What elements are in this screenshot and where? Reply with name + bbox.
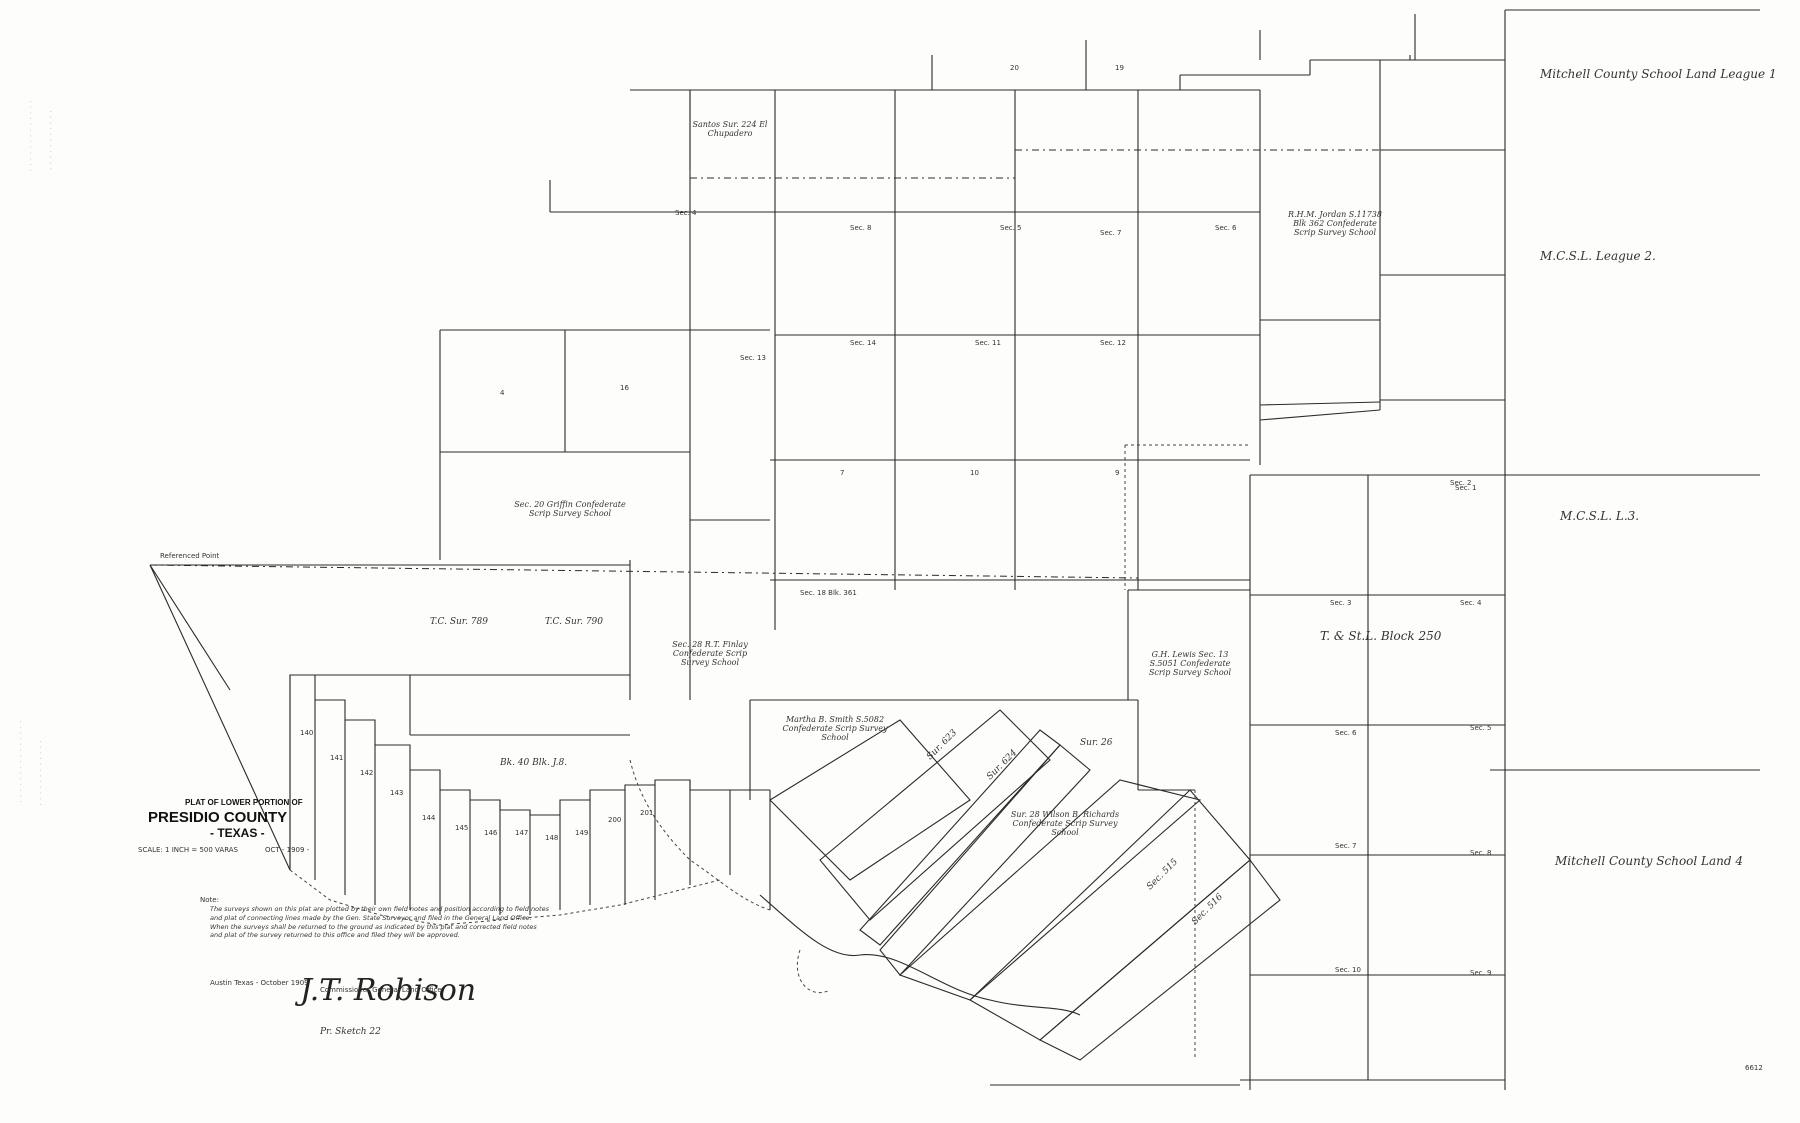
note-block: Note: The surveys shown on this plat are… — [200, 896, 549, 1037]
svg-text:Sec. 18 Blk. 361: Sec. 18 Blk. 361 — [800, 589, 857, 597]
svg-text:Pr. Sketch 22: Pr. Sketch 22 — [319, 1027, 381, 1037]
svg-text:Sec. 6: Sec. 6 — [1335, 729, 1357, 737]
svg-text:Sec. 12: Sec. 12 — [1100, 339, 1126, 347]
ghost-margin-text: . . . . . . . . . . . . . . . . . . . . … — [17, 100, 57, 806]
svg-text:Sec. 8: Sec. 8 — [1470, 849, 1492, 857]
strip-label: 146 — [484, 829, 498, 837]
svg-text:10: 10 — [970, 469, 979, 477]
svg-text:Sec. 516: Sec. 516 — [1190, 892, 1225, 927]
survey-strips — [289, 674, 771, 926]
svg-text:Sec. 7: Sec. 7 — [1335, 842, 1357, 850]
svg-text:9: 9 — [1115, 469, 1119, 477]
river-line — [759, 894, 1081, 1016]
trail-line-2 — [796, 949, 831, 994]
svg-text:T. & St.L. Block 250: T. & St.L. Block 250 — [1320, 629, 1442, 643]
santos-label: Santos Sur. 224 El Chupadero — [692, 120, 768, 138]
strip-labels: 140 141 142 143 144 145 146 147 148 149 200 201 — [300, 729, 653, 842]
signature: J.T. Robison — [294, 973, 476, 1008]
title-block: PLAT OF LOWER PORTION OF PRESIDIO COUNTY… — [138, 798, 310, 854]
svg-text:. . . . . . . . . . . .: . . . . . . . . . . . . — [37, 740, 47, 806]
svg-text:Sec. 13: Sec. 13 — [740, 354, 766, 362]
svg-text:Mitchell County School Land Le: Mitchell County School Land League 1 — [1539, 67, 1777, 81]
smith-label: Martha B. Smith S.5082 Confederate Scrip… — [782, 715, 888, 742]
strip-label: 142 — [360, 769, 373, 777]
svg-text:. . . . . . . . . . .: . . . . . . . . . . . — [47, 110, 57, 170]
note-text: The surveys shown on this plat are plott… — [210, 905, 549, 940]
svg-text:- TEXAS -: - TEXAS - — [210, 826, 265, 840]
strip-label: 147 — [515, 829, 528, 837]
finlay-label: Sec. 28 R.T. Finlay Confederate Scrip Su… — [672, 640, 748, 667]
strip-label: 140 — [300, 729, 313, 737]
svg-text:T.C. Sur. 789: T.C. Sur. 789 — [430, 617, 488, 627]
svg-text:Sec. 5: Sec. 5 — [1470, 724, 1492, 732]
svg-text:PLAT OF LOWER PORTION OF: PLAT OF LOWER PORTION OF — [185, 798, 303, 807]
strip-label: 201 — [640, 809, 653, 817]
grid-lines — [149, 9, 1760, 1090]
svg-text:SCALE: 1 INCH = 500 VARAS: SCALE: 1 INCH = 500 VARAS — [138, 846, 239, 854]
svg-text:7: 7 — [840, 469, 844, 477]
svg-text:Sec. 7: Sec. 7 — [1100, 229, 1122, 237]
svg-text:16: 16 — [620, 384, 629, 392]
svg-text:Sec. 515: Sec. 515 — [1145, 857, 1180, 892]
strip-label: 141 — [330, 754, 343, 762]
svg-text:Sec. 5: Sec. 5 — [1000, 224, 1022, 232]
svg-text:Mitchell County School Land 4: Mitchell County School Land 4 — [1554, 854, 1743, 868]
svg-text:6612: 6612 — [1745, 1064, 1763, 1072]
svg-text:M.C.S.L. L.3.: M.C.S.L. L.3. — [1559, 509, 1639, 523]
svg-text:20: 20 — [1010, 64, 1019, 72]
strip-label: 145 — [455, 824, 468, 832]
strip-label: 148 — [545, 834, 558, 842]
strip-label: 143 — [390, 789, 403, 797]
svg-text:Sur. 623: Sur. 623 — [925, 728, 959, 762]
svg-text:4: 4 — [500, 389, 505, 397]
svg-text:Sec. 14: Sec. 14 — [850, 339, 877, 347]
connecting-lines — [149, 149, 1505, 579]
svg-text:Sec. 11: Sec. 11 — [975, 339, 1001, 347]
svg-text:Commissioner General Land Offi: Commissioner General Land Office — [320, 986, 442, 994]
strip-label: 149 — [575, 829, 588, 837]
svg-text:Sec. 10: Sec. 10 — [1335, 966, 1361, 974]
svg-text:Sec. 1: Sec. 1 — [1455, 484, 1477, 492]
svg-text:. . . . . . . . . . . . . . .: . . . . . . . . . . . . . . . — [17, 720, 27, 803]
lewis-label: G.H. Lewis Sec. 13 S.5051 Confederate Sc… — [1148, 650, 1232, 677]
strip-label: 144 — [422, 814, 436, 822]
trail-line — [629, 759, 771, 911]
svg-text:Sec. 3: Sec. 3 — [1330, 599, 1352, 607]
diagonal-surveys — [769, 444, 1281, 1061]
svg-text:Bk. 40 Blk. J.8.: Bk. 40 Blk. J.8. — [499, 758, 567, 768]
svg-text:. . . . . . . . . . . . .: . . . . . . . . . . . . . — [27, 100, 37, 172]
svg-text:T.C. Sur. 790: T.C. Sur. 790 — [545, 617, 603, 627]
richards-label: Sur. 28 Wilson B. Richards Confederate S… — [1010, 810, 1120, 837]
svg-text:Sur. 26: Sur. 26 — [1080, 738, 1113, 748]
svg-text:Sec. 4: Sec. 4 — [1460, 599, 1482, 607]
svg-text:Sec. 6: Sec. 6 — [1215, 224, 1237, 232]
strip-label: 200 — [608, 816, 621, 824]
svg-text:OCT - 1909 -: OCT - 1909 - — [265, 846, 310, 854]
svg-text:Referenced Point: Referenced Point — [160, 552, 220, 560]
svg-text:M.C.S.L. League 2.: M.C.S.L. League 2. — [1539, 249, 1656, 263]
svg-text:Austin Texas - October 1909: Austin Texas - October 1909 — [210, 979, 309, 987]
jordan-label: R.H.M. Jordan S.11738 Blk 362 Confederat… — [1288, 210, 1382, 237]
griffin-label: Sec. 20 Griffin Confederate Scrip Survey… — [514, 500, 626, 518]
svg-text:Sec. 4: Sec. 4 — [675, 209, 697, 217]
svg-text:19: 19 — [1115, 64, 1124, 72]
svg-text:Sec. 8: Sec. 8 — [850, 224, 872, 232]
svg-text:PRESIDIO COUNTY: PRESIDIO COUNTY — [148, 809, 287, 826]
svg-text:Sur. 624: Sur. 624 — [985, 748, 1019, 782]
svg-text:Sec. 2: Sec. 2 — [1450, 479, 1472, 487]
svg-text:Sec. 9: Sec. 9 — [1470, 969, 1492, 977]
svg-text:Note:: Note: — [200, 896, 219, 904]
